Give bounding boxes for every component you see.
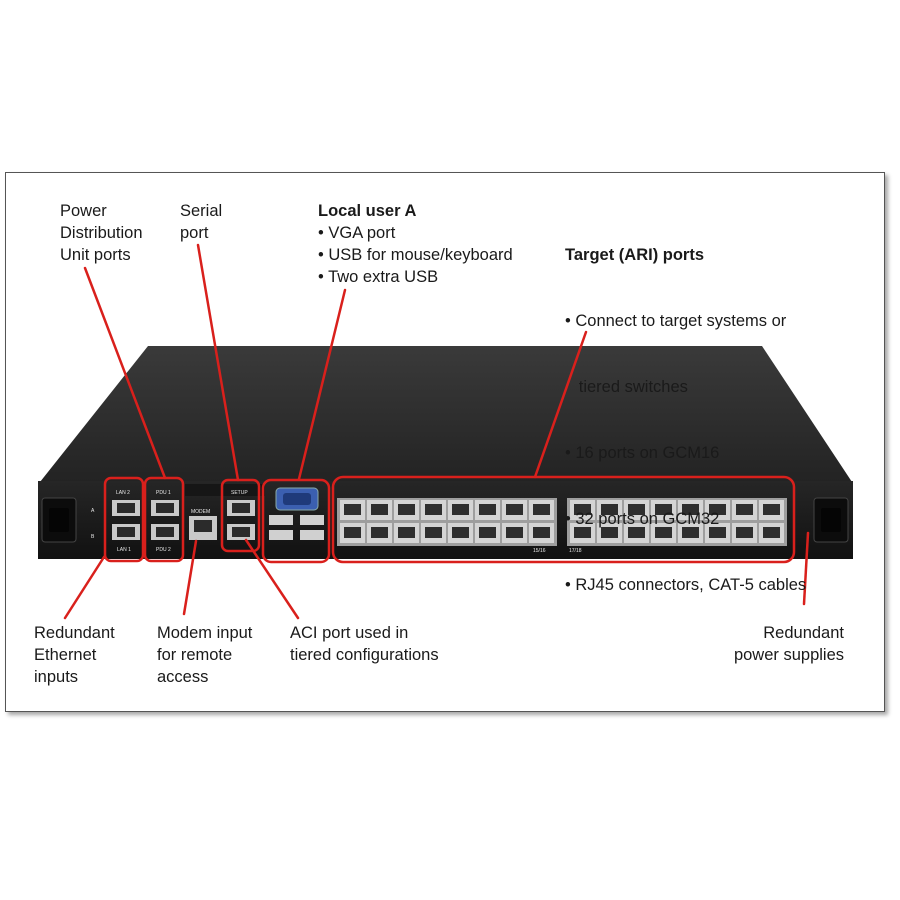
modem-port xyxy=(189,516,217,540)
target-port-socket xyxy=(344,527,361,538)
target-port-grid xyxy=(337,498,787,546)
lan-ports xyxy=(112,500,140,540)
target-port-socket xyxy=(533,504,550,515)
target-port-socket xyxy=(628,504,645,515)
target-port-socket xyxy=(398,527,415,538)
pdu-ports xyxy=(151,500,179,540)
label-17-18: 17/18 xyxy=(569,548,582,554)
leader-local-user xyxy=(297,288,347,481)
target-port-socket xyxy=(655,504,672,515)
target-port-socket xyxy=(682,504,699,515)
target-port-socket xyxy=(452,504,469,515)
chassis-top xyxy=(40,346,852,482)
leader-modem xyxy=(182,539,198,616)
leader-pdu xyxy=(83,266,167,480)
label-lan1: LAN 1 xyxy=(117,547,131,553)
target-port-socket xyxy=(736,504,753,515)
target-port-socket xyxy=(574,504,591,515)
target-port-socket xyxy=(709,504,726,515)
callout-box-local-user xyxy=(261,478,331,564)
target-port-socket xyxy=(479,504,496,515)
label-side-b: B xyxy=(91,534,95,540)
target-port-socket xyxy=(452,527,469,538)
power-inlet-left xyxy=(41,497,77,543)
callout-serial: Serial port xyxy=(180,202,223,242)
callout-box-target xyxy=(331,475,796,564)
callout-pdu: Power Distribution Unit ports xyxy=(60,202,143,264)
callout-ethernet: Redundant Ethernet inputs xyxy=(34,624,115,686)
leader-ethernet xyxy=(63,555,106,620)
target-port-socket xyxy=(601,504,618,515)
setup-aci-ports xyxy=(227,500,255,540)
target-port-socket xyxy=(628,527,645,538)
power-inlet-right xyxy=(813,497,849,543)
target-port-socket xyxy=(506,504,523,515)
target-port-socket xyxy=(425,527,442,538)
vent-strip xyxy=(185,484,265,496)
target-port-socket xyxy=(601,527,618,538)
target-port-socket xyxy=(574,527,591,538)
callout-local-user-title: Local user A xyxy=(318,202,417,220)
target-port-socket xyxy=(479,527,496,538)
callout-power: Redundant power supplies xyxy=(733,624,844,664)
callout-box-setup xyxy=(220,478,261,553)
label-15-16: 15/16 xyxy=(533,548,546,554)
target-port-socket xyxy=(506,527,523,538)
callout-target-title: Target (ARI) ports xyxy=(565,246,705,264)
target-port-socket xyxy=(682,527,699,538)
target-port-socket xyxy=(533,527,550,538)
callout-local-user: Local user A • VGA port • USB for mouse/… xyxy=(318,202,513,286)
target-port-socket xyxy=(763,504,780,515)
target-port-socket xyxy=(736,527,753,538)
callout-modem: Modem input for remote access xyxy=(157,624,253,686)
label-pdu1: PDU 1 xyxy=(156,490,171,496)
label-pdu2: PDU 2 xyxy=(156,547,171,553)
target-port-socket xyxy=(344,504,361,515)
target-port-socket xyxy=(398,504,415,515)
vga-usb-ports xyxy=(269,487,324,540)
leader-target xyxy=(533,330,588,479)
target-port-socket xyxy=(371,527,388,538)
target-port-socket xyxy=(763,527,780,538)
label-setup: SETUP xyxy=(231,490,248,496)
target-port-socket xyxy=(425,504,442,515)
target-port-socket xyxy=(655,527,672,538)
target-port-socket xyxy=(371,504,388,515)
callout-target: Target (ARI) ports • Connect to target s… xyxy=(565,246,807,594)
leader-power xyxy=(802,531,810,606)
callout-aci: ACI port used in tiered configurations xyxy=(290,624,439,664)
label-modem: MODEM xyxy=(191,509,210,515)
label-side-a: A xyxy=(91,508,95,514)
target-port-socket xyxy=(709,527,726,538)
leader-serial xyxy=(196,243,240,482)
callout-box-lan xyxy=(103,476,145,563)
leader-aci xyxy=(244,538,300,620)
label-lan2: LAN 2 xyxy=(116,490,130,496)
